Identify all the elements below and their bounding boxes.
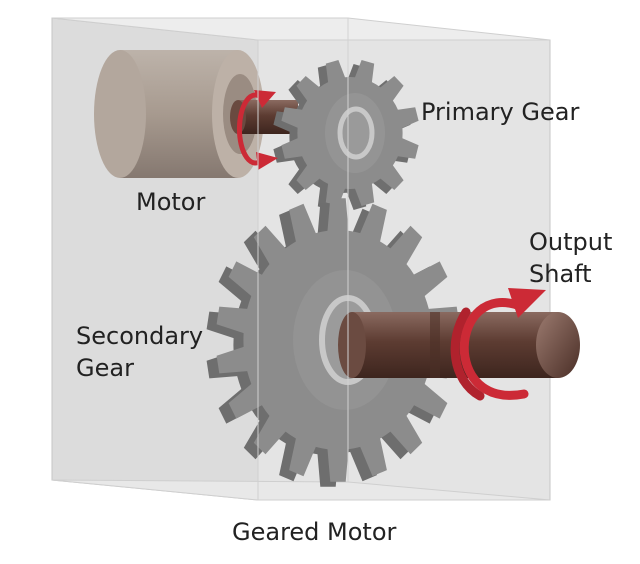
- motor-rotation-arrow-icon: [236, 90, 278, 170]
- diagram-caption: Geared Motor: [232, 518, 397, 546]
- secondary-gear-label-line1: Secondary: [76, 322, 204, 350]
- primary-gear: [273, 60, 419, 210]
- primary-gear-label: Primary Gear: [421, 98, 580, 126]
- output-shaft-label-line1: Output: [529, 228, 613, 256]
- secondary-gear-label-line2: Gear: [76, 354, 134, 382]
- motor-label: Motor: [136, 188, 206, 216]
- housing-bottom-panel: [51, 479, 551, 501]
- housing-front-edges: [257, 18, 349, 500]
- motor-body: [94, 50, 264, 178]
- output-rotation-arrow-icon: [450, 288, 546, 401]
- primary-gear-bore: [337, 106, 375, 160]
- housing-top-panel: [51, 17, 551, 41]
- output-shaft-label-line2: Shaft: [529, 260, 592, 288]
